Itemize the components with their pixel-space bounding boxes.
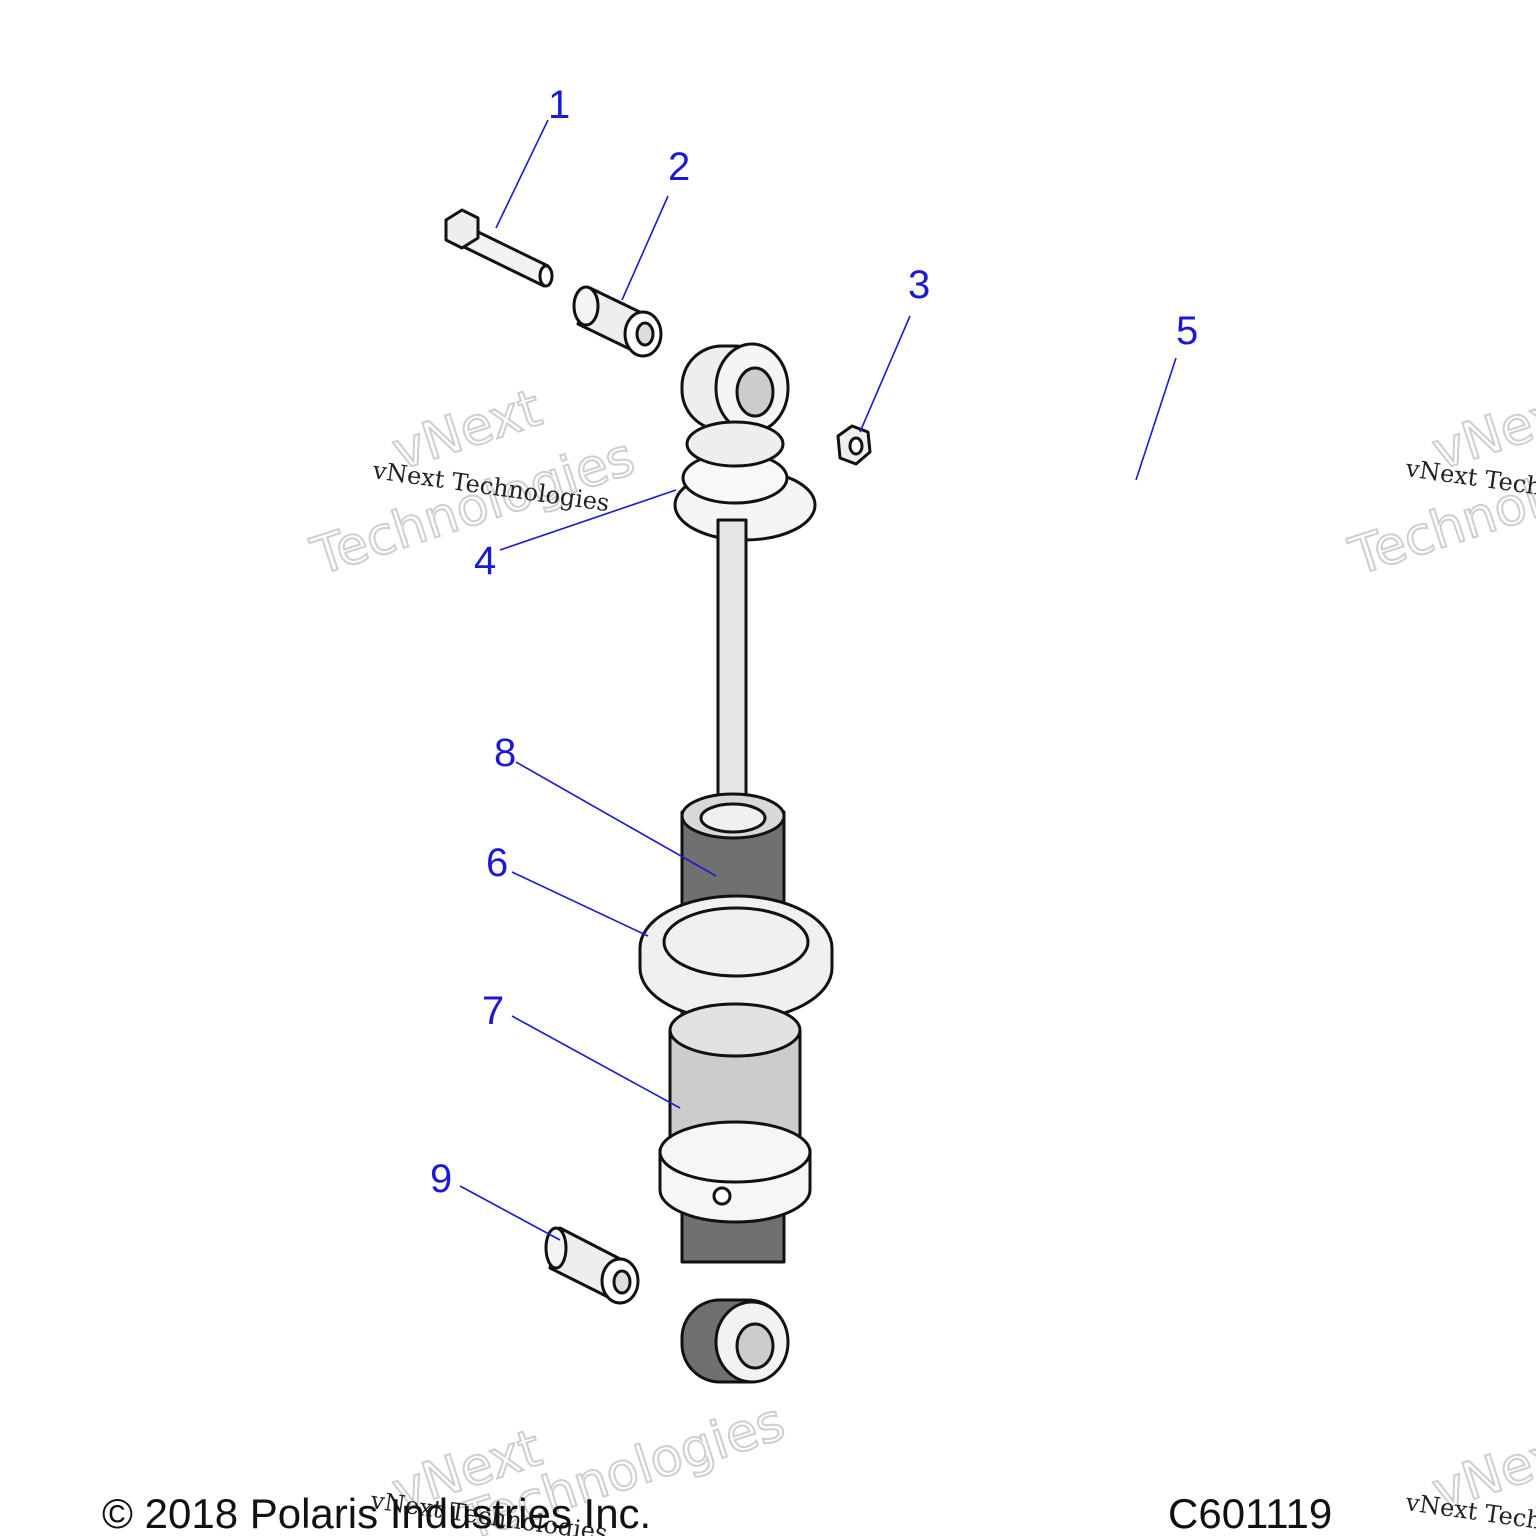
callout-6: 6	[486, 841, 508, 885]
leader-8	[515, 761, 717, 877]
copyright-notice: © 2018 Polaris Industries Inc.	[102, 1490, 652, 1537]
leader-9	[459, 1185, 561, 1241]
nut-part	[836, 424, 872, 466]
watermark-lower-right: vNext vNext Technologies	[1403, 1417, 1536, 1536]
leader-5	[1135, 357, 1177, 481]
callout-9: 9	[430, 1157, 452, 1201]
callout-2: 2	[668, 145, 690, 189]
leader-3	[859, 315, 911, 433]
callout-5: 5	[1176, 309, 1198, 353]
callout-1: 1	[548, 83, 570, 127]
bushing-lower-part	[544, 1226, 640, 1305]
shock-absorber	[638, 342, 834, 1384]
spring-seat-part	[658, 1002, 812, 1224]
leader-2	[621, 195, 669, 301]
callout-8: 8	[494, 731, 516, 775]
callout-3: 3	[908, 263, 930, 307]
callout-numbers: 1 2 3 4 5 6 7 8 9	[430, 83, 1198, 1201]
watermark-upper-right: vNext Technologies vNext Technologies	[1342, 377, 1536, 588]
callout-7: 7	[482, 989, 504, 1033]
leader-4	[499, 489, 677, 551]
bushing-part	[572, 285, 663, 358]
callout-4: 4	[474, 539, 496, 583]
adjuster-ring-part	[638, 894, 834, 1022]
leader-1	[495, 119, 549, 229]
coil-spring-part	[1011, 468, 1225, 1201]
drawing-id: C601119	[1168, 1490, 1333, 1537]
leader-6	[511, 871, 649, 937]
leader-7	[511, 1015, 681, 1109]
callout-leaders	[459, 119, 1177, 1241]
bolt-part	[444, 208, 554, 288]
spring-retainer-part	[673, 420, 817, 542]
